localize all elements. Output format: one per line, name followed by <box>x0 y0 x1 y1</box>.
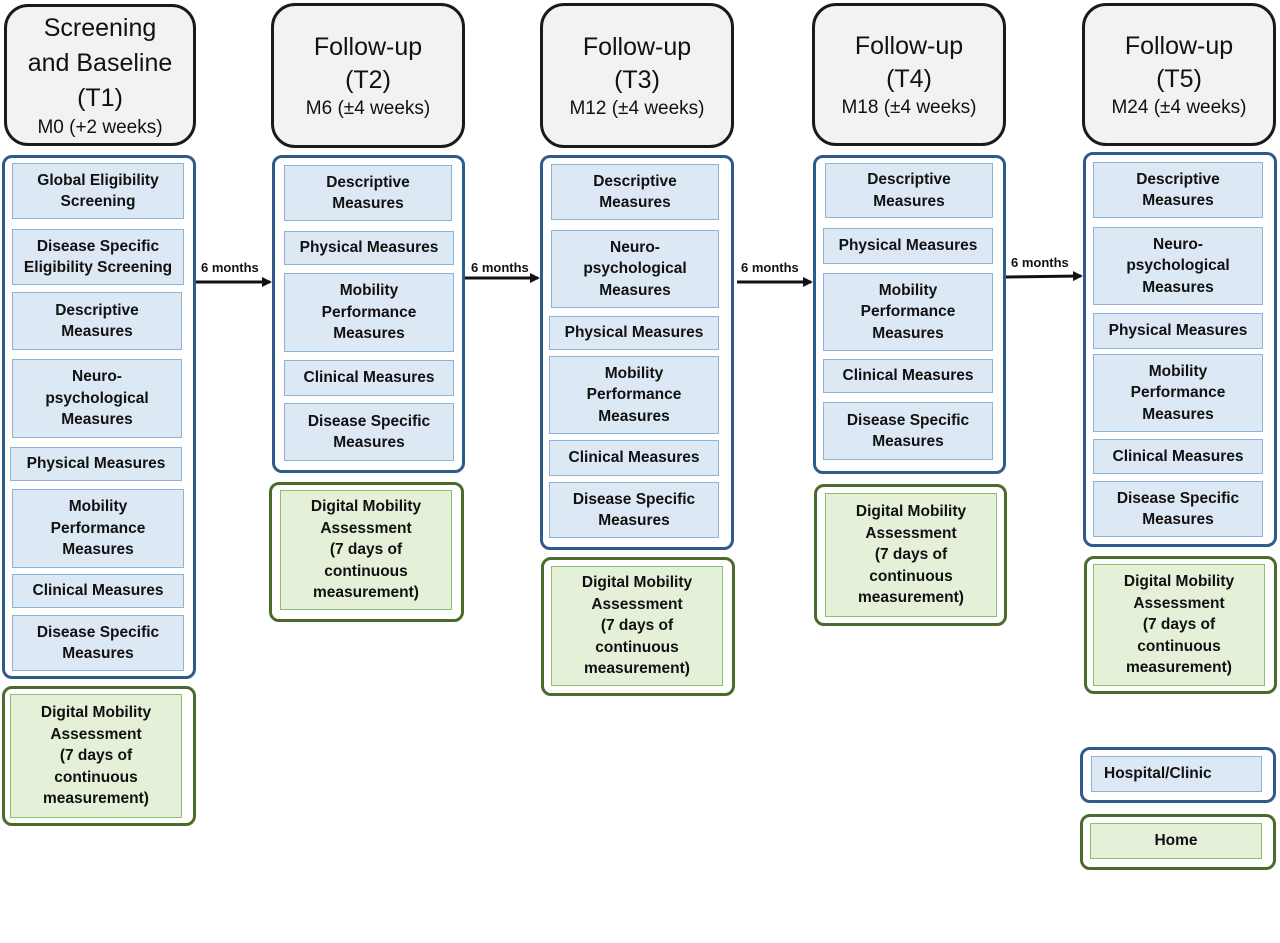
item-disease-specific: Disease Specific Measures <box>12 615 184 671</box>
arrow-label-t3-t4: 6 months <box>741 260 799 275</box>
legend-hospital-clinic: Hospital/Clinic <box>1091 756 1262 792</box>
header-t4-title: Follow-up (T4) <box>854 31 964 93</box>
item-physical: Physical Measures <box>1093 313 1263 349</box>
item-clinical: Clinical Measures <box>284 360 454 396</box>
header-t3: Follow-up (T3) M12 (±4 weeks) <box>540 3 734 148</box>
header-t4: Follow-up (T4) M18 (±4 weeks) <box>812 3 1006 146</box>
legend-home: Home <box>1090 823 1262 859</box>
item-clinical: Clinical Measures <box>823 359 993 393</box>
item-physical: Physical Measures <box>284 231 454 265</box>
header-t2-title: Follow-up (T2) <box>313 32 423 94</box>
item-descriptive: Descriptive Measures <box>551 164 719 220</box>
digital-mobility-assessment-t5: Digital Mobility Assessment (7 days of c… <box>1093 564 1265 686</box>
item-clinical: Clinical Measures <box>12 574 184 608</box>
header-t2: Follow-up (T2) M6 (±4 weeks) <box>271 3 465 148</box>
header-t5-subtitle: M24 (±4 weeks) <box>1111 96 1247 118</box>
header-t3-title: Follow-up (T3) <box>582 32 692 94</box>
item-mobility-performance: Mobility Performance Measures <box>284 273 454 352</box>
digital-mobility-assessment-t1: Digital Mobility Assessment (7 days of c… <box>10 694 182 818</box>
arrow-label-t4-t5: 6 months <box>1011 255 1069 270</box>
item-disease-eligibility: Disease Specific Eligibility Screening <box>12 229 184 285</box>
arrow-label-t2-t3: 6 months <box>471 260 529 275</box>
header-t4-subtitle: M18 (±4 weeks) <box>841 96 977 118</box>
header-t2-subtitle: M6 (±4 weeks) <box>305 97 431 119</box>
item-clinical: Clinical Measures <box>549 440 719 476</box>
header-t3-subtitle: M12 (±4 weeks) <box>569 97 705 119</box>
header-t5: Follow-up (T5) M24 (±4 weeks) <box>1082 3 1276 146</box>
item-global-eligibility: Global Eligibility Screening <box>12 163 184 219</box>
item-mobility-performance: Mobility Performance Measures <box>549 356 719 434</box>
arrow-label-t1-t2: 6 months <box>201 260 259 275</box>
item-physical: Physical Measures <box>549 316 719 350</box>
item-mobility-performance: Mobility Performance Measures <box>12 489 184 568</box>
digital-mobility-assessment-t4: Digital Mobility Assessment (7 days of c… <box>825 493 997 617</box>
digital-mobility-assessment-t3: Digital Mobility Assessment (7 days of c… <box>551 566 723 686</box>
item-descriptive: Descriptive Measures <box>284 165 452 221</box>
header-t1-title: Screening and Baseline (T1) <box>27 13 173 112</box>
item-disease-specific: Disease Specific Measures <box>1093 481 1263 537</box>
item-disease-specific: Disease Specific Measures <box>284 403 454 461</box>
header-t1-subtitle: M0 (+2 weeks) <box>37 116 163 138</box>
header-t1: Screening and Baseline (T1) M0 (+2 weeks… <box>4 4 196 146</box>
item-mobility-performance: Mobility Performance Measures <box>823 273 993 351</box>
item-descriptive: Descriptive Measures <box>12 292 182 350</box>
item-descriptive: Descriptive Measures <box>825 163 993 218</box>
arrow-t4-t5 <box>1005 271 1083 282</box>
item-descriptive: Descriptive Measures <box>1093 162 1263 218</box>
item-clinical: Clinical Measures <box>1093 439 1263 474</box>
item-neuropsychological: Neuro- psychological Measures <box>12 359 182 438</box>
item-disease-specific: Disease Specific Measures <box>549 482 719 538</box>
item-neuropsychological: Neuro- psychological Measures <box>551 230 719 308</box>
digital-mobility-assessment-t2: Digital Mobility Assessment (7 days of c… <box>280 490 452 610</box>
item-neuropsychological: Neuro- psychological Measures <box>1093 227 1263 305</box>
item-mobility-performance: Mobility Performance Measures <box>1093 354 1263 432</box>
item-physical: Physical Measures <box>823 228 993 264</box>
header-t5-title: Follow-up (T5) <box>1124 31 1234 93</box>
item-physical: Physical Measures <box>10 447 182 481</box>
item-disease-specific: Disease Specific Measures <box>823 402 993 460</box>
